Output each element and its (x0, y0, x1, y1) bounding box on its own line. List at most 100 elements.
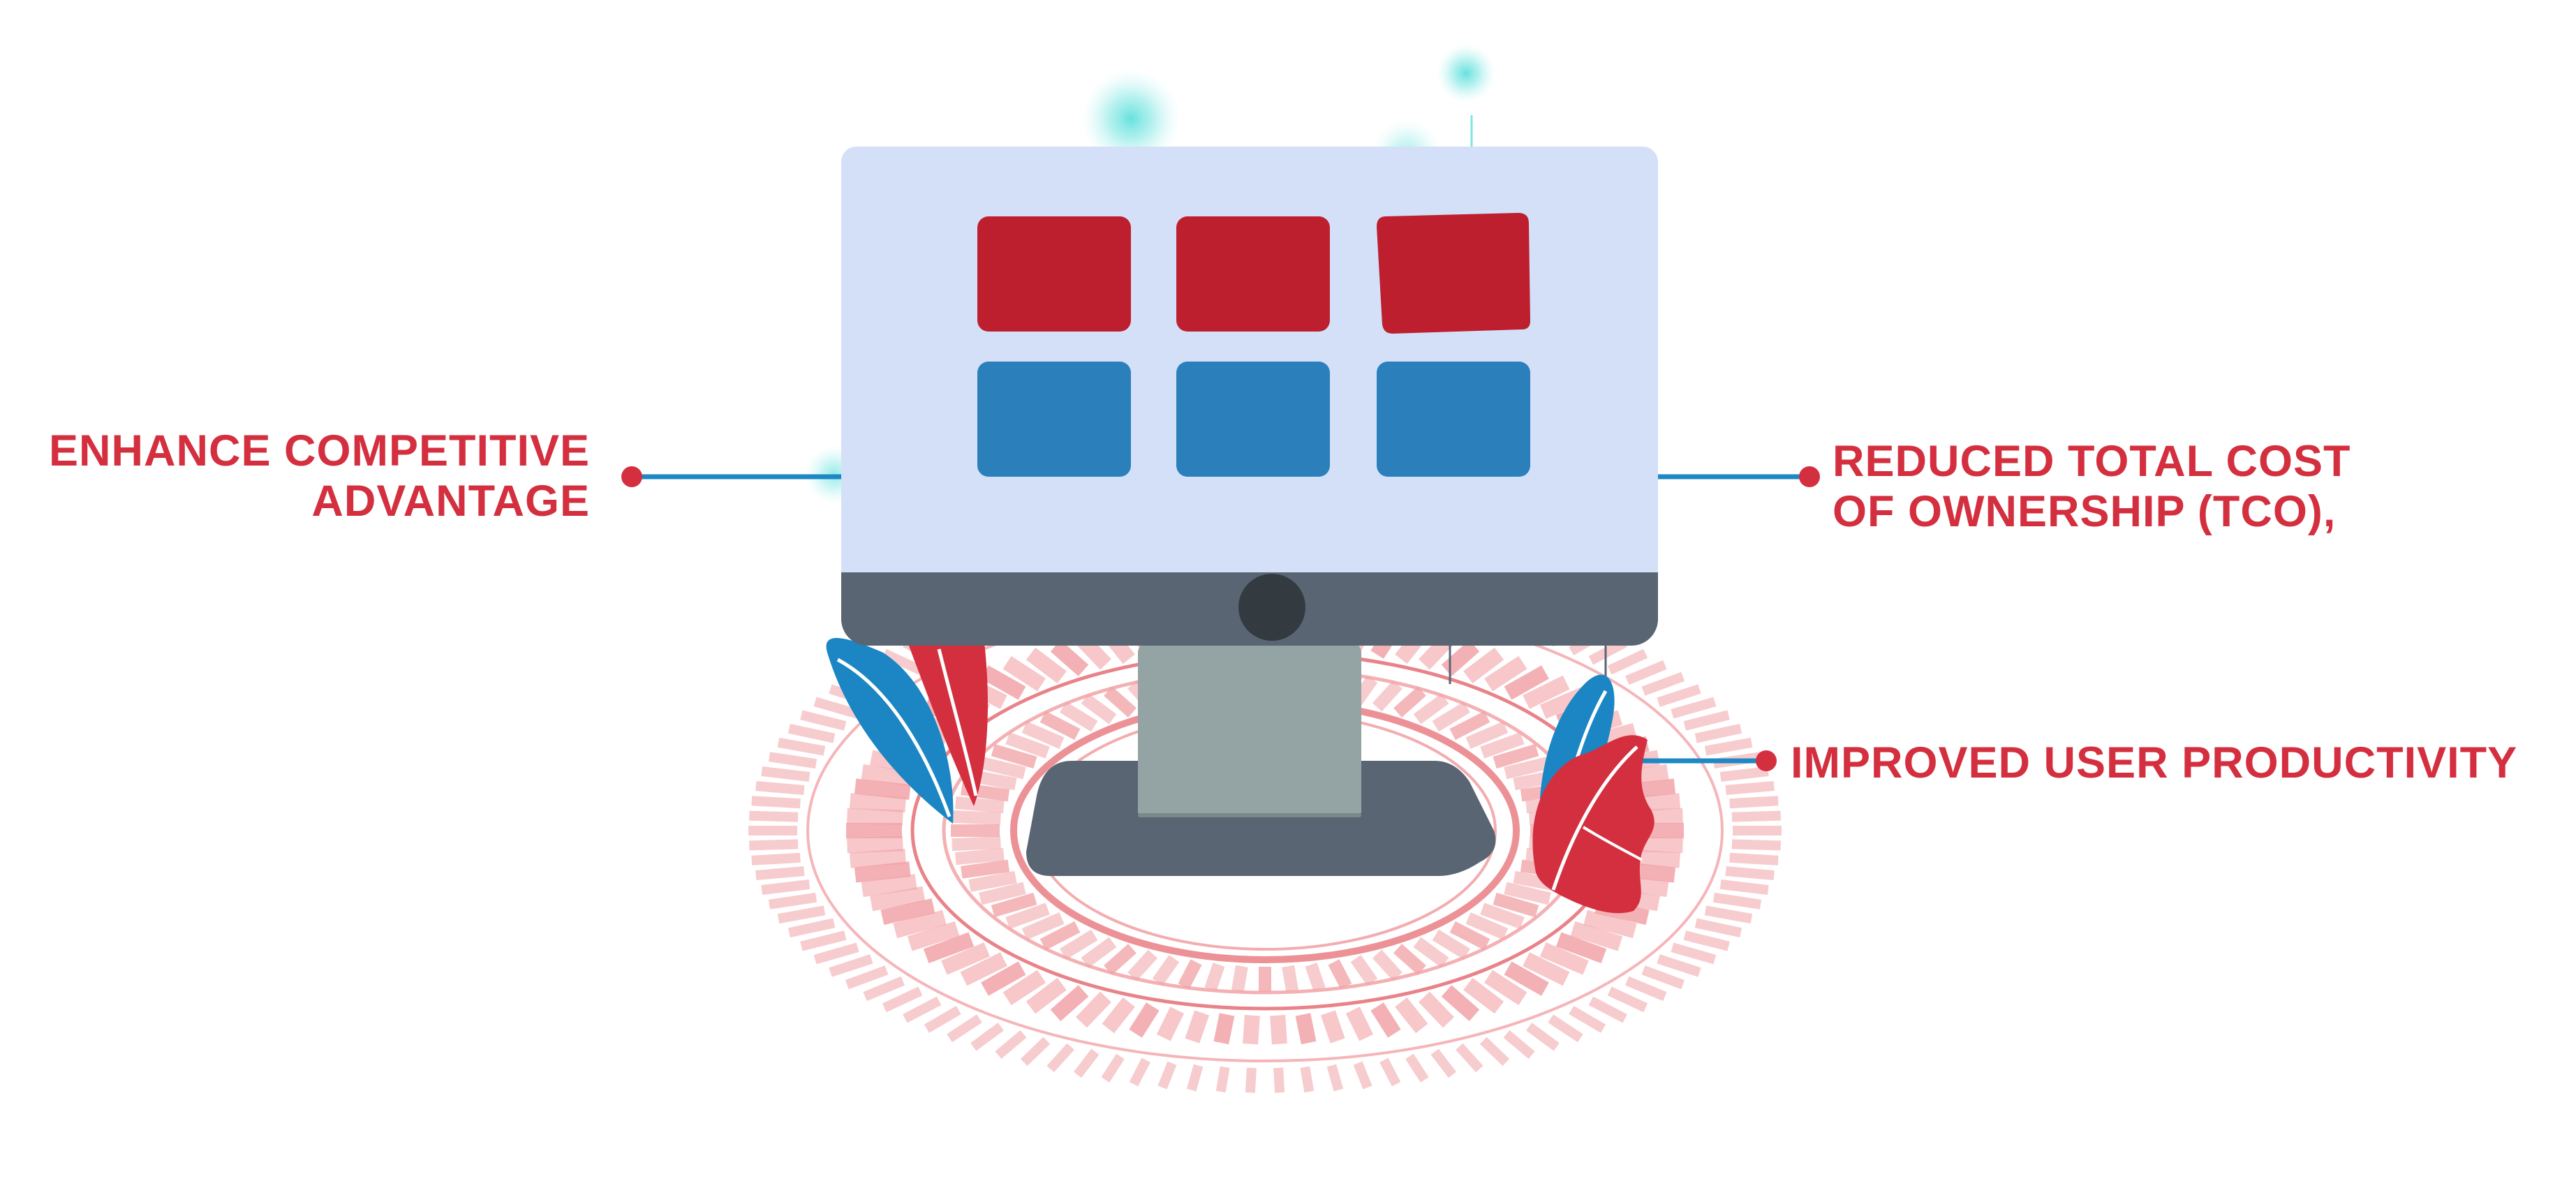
ring-tick (751, 852, 801, 866)
ring-tick (1005, 903, 1050, 929)
ring-tick (893, 909, 947, 939)
callout-left-line1: ENHANCE COMPETITIVE (48, 426, 590, 475)
ring-tick (979, 756, 1026, 780)
ring-tick (1607, 986, 1648, 1013)
callout-right-bottom-line1: IMPROVED USER PRODUCTIVITY (1791, 738, 2518, 787)
connector-dot-left (621, 466, 642, 487)
ring-tick (863, 976, 905, 1002)
ring-tick (850, 848, 906, 868)
ring-tick (1156, 1007, 1185, 1041)
ring-tick (1523, 952, 1570, 986)
ring-tick (800, 930, 847, 951)
ring-tick (1050, 985, 1089, 1022)
ring-tick (968, 870, 1017, 892)
ring-tick (787, 723, 836, 743)
ring-tick (1231, 965, 1248, 993)
ring-tick (1350, 955, 1378, 986)
ring-tick (1432, 701, 1470, 732)
screen-tile (1176, 216, 1330, 332)
ring-tick (1719, 879, 1769, 896)
ring-tick (777, 905, 826, 924)
ring-tick (1002, 970, 1046, 1006)
ring-tick (1671, 697, 1717, 719)
ring-tick (979, 882, 1026, 905)
ring-tick (1694, 723, 1742, 743)
ring-tick (1449, 921, 1490, 951)
ring-tick (850, 793, 906, 813)
monitor-camera-icon (1238, 574, 1305, 641)
ring-tick (1504, 756, 1551, 780)
glow-dot-icon (1437, 44, 1495, 103)
ring-tick (954, 847, 1005, 866)
ring-tick (1641, 671, 1685, 696)
ring-tick (1102, 997, 1135, 1034)
ring-tick (1326, 1064, 1344, 1092)
ring-tick (1305, 963, 1326, 992)
ring-tick (1393, 944, 1426, 975)
ring-tick (1449, 711, 1490, 741)
leaf-icon (1532, 735, 1655, 914)
ring-tick (1731, 810, 1782, 822)
ring-tick (882, 648, 923, 675)
ring-tick (1046, 1043, 1074, 1073)
ring-tick (813, 942, 859, 965)
ring-tick (1625, 660, 1667, 685)
ring-tick (1101, 1053, 1125, 1083)
ring-tick (1039, 921, 1081, 951)
ring-tick (1555, 932, 1607, 964)
ring-tick (800, 710, 847, 731)
ring-tick (1583, 909, 1637, 939)
ring-tick (1213, 1013, 1235, 1045)
callout-right-top-line1: REDUCED TOTAL COST (1833, 437, 2351, 486)
ring-tick (1719, 766, 1769, 782)
ring-tick (1021, 721, 1065, 749)
ring-tick (1463, 647, 1504, 684)
ring-tick (1484, 655, 1527, 692)
screen-tile (1377, 213, 1530, 334)
ring-tick (1060, 929, 1098, 960)
ring-tick (1178, 959, 1202, 990)
ring-tick (854, 778, 911, 800)
ring-tick (761, 879, 810, 896)
monitor-screen (841, 147, 1658, 572)
ring-tick (981, 961, 1026, 996)
ring-tick (1104, 944, 1137, 975)
ring-tick (1441, 639, 1480, 676)
ring-tick (1570, 921, 1623, 951)
ring-tick (1493, 743, 1539, 769)
ring-tick (854, 861, 911, 883)
ring-tick (1419, 991, 1454, 1028)
ring-tick (880, 898, 935, 926)
ring-tick (1129, 1002, 1160, 1038)
ring-tick (1021, 912, 1065, 940)
ring-tick (981, 665, 1026, 700)
ring-tick (748, 810, 799, 822)
ring-tick (991, 892, 1037, 918)
ring-tick (1320, 1010, 1345, 1043)
right-leaves (1532, 674, 1655, 914)
ring-tick (1729, 852, 1779, 866)
ring-tick (861, 874, 917, 898)
connector-dot-right-bottom (1756, 750, 1777, 771)
ring-tick (1731, 839, 1782, 851)
ring-tick (960, 952, 1007, 986)
ring-tick (1295, 1013, 1317, 1045)
ring-tick (1503, 1030, 1535, 1059)
screen-tile (977, 216, 1131, 332)
ring-tick (1725, 866, 1775, 880)
ring-tick (1081, 937, 1117, 968)
ring-tick (1569, 1005, 1606, 1033)
ring-tick (1671, 942, 1717, 965)
ring-tick (1683, 710, 1730, 731)
ring-tick (1504, 665, 1549, 700)
ring-tick (1484, 970, 1527, 1006)
ring-tick (1548, 1014, 1583, 1043)
ring-tick (1729, 796, 1779, 809)
connector-dot-right-top (1799, 466, 1820, 487)
callout-improved-user-productivity: IMPROVED USER PRODUCTIVITY (1791, 738, 2517, 788)
ring-tick (1076, 991, 1111, 1028)
glow-dot-icon (1082, 70, 1180, 168)
left-leaves (826, 638, 988, 824)
callout-right-top-line2: OF OWNERSHIP (TCO), (1833, 487, 2337, 536)
